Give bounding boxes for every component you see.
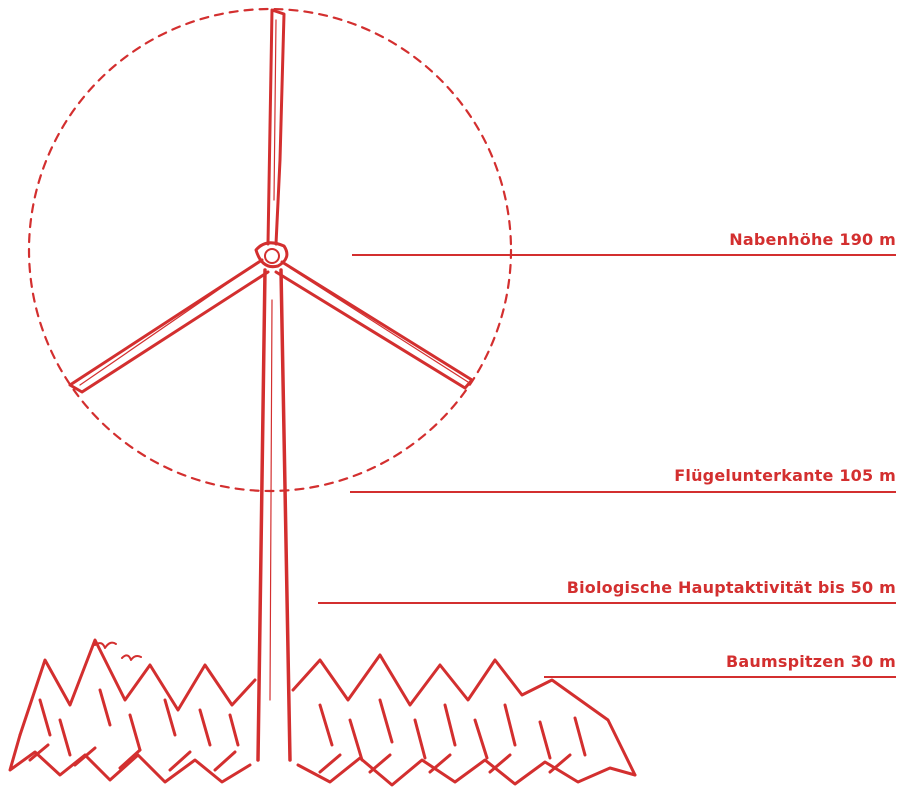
rule-hub-height xyxy=(352,254,896,256)
rule-tree-tops xyxy=(544,676,896,678)
label-hub-height: Nabenhöhe 190 m xyxy=(729,230,896,249)
rotor-circle xyxy=(27,7,513,493)
tower xyxy=(256,268,292,762)
hub xyxy=(254,241,289,269)
birds-icon xyxy=(94,641,142,661)
label-blade-lower-edge: Flügelunterkante 105 m xyxy=(674,466,896,485)
label-tree-tops: Baumspitzen 30 m xyxy=(726,652,896,671)
forest-icon xyxy=(8,638,637,787)
label-biological-activity: Biologische Hauptaktivität bis 50 m xyxy=(566,578,896,597)
rule-biological-activity xyxy=(318,602,896,604)
rotor-blades xyxy=(68,8,474,394)
rule-blade-lower-edge xyxy=(350,491,896,493)
